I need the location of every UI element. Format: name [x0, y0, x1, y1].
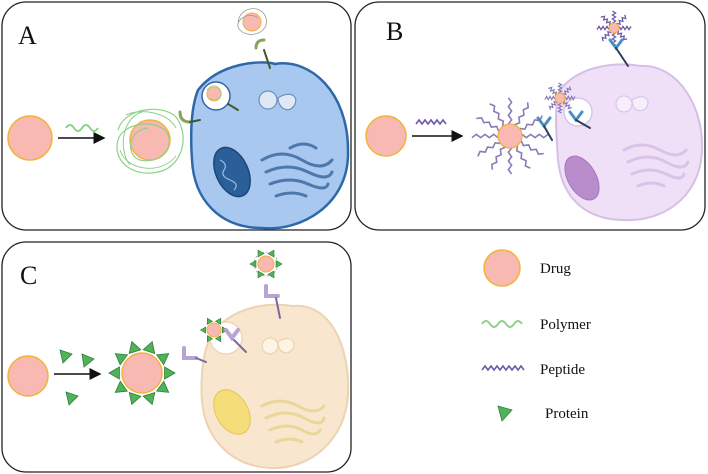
panel-c-frame — [1, 241, 352, 473]
endosome-icon — [258, 90, 297, 111]
protein-triangle — [114, 353, 129, 366]
protein-triangle — [214, 335, 222, 343]
peptide-strand — [611, 10, 617, 24]
peptide-strand — [557, 82, 563, 94]
peptide-strand — [507, 147, 513, 175]
peptide-icon — [415, 118, 447, 126]
peptide-strand — [548, 100, 558, 110]
legend-item-peptide: Peptide — [481, 362, 585, 378]
legend-label-drug: Drug — [540, 261, 571, 277]
protein-triangle — [275, 259, 283, 269]
peptide-strand — [477, 141, 501, 157]
protein-triangle — [199, 326, 207, 334]
drug-icon — [365, 115, 407, 157]
receptor-icon — [182, 284, 281, 363]
polymer-icon — [481, 320, 523, 328]
panel-b-frame — [354, 1, 706, 231]
panel-a-label: A — [18, 21, 37, 50]
peptide-coated-drug — [471, 97, 549, 175]
protein-icon — [59, 349, 95, 406]
protein-coated-drug-vesicle — [199, 317, 229, 343]
cell-a — [190, 61, 350, 230]
protein-triangle — [257, 249, 265, 258]
panel-b: B — [354, 1, 706, 231]
peptide-strand — [564, 95, 576, 101]
peptide-strand — [562, 100, 572, 110]
legend-label-polymer: Polymer — [540, 317, 591, 333]
receptor-icon — [536, 38, 629, 141]
panel-c-label: C — [20, 261, 37, 290]
mitochondrion-icon — [213, 146, 251, 198]
peptide-strand — [515, 145, 531, 169]
protein-triangle — [142, 392, 156, 406]
peptide-coated-drug-vesicle — [544, 82, 576, 114]
peptide-strand — [600, 15, 612, 26]
polymer-coated-drug-small — [237, 8, 267, 35]
endosome-icon — [615, 95, 649, 113]
protein-icon — [497, 405, 513, 422]
peptide-strand — [562, 86, 572, 96]
protein-coated-drug — [108, 340, 176, 406]
peptide-strand — [471, 133, 499, 139]
protein-triangle — [142, 340, 156, 355]
protein-triangle — [267, 249, 275, 258]
golgi-icon — [260, 399, 326, 444]
peptide-strand — [557, 102, 563, 114]
protein-coated-drug-small — [249, 249, 283, 279]
peptide-strand — [544, 95, 556, 101]
panel-a: A — [1, 1, 352, 231]
legend-item-polymer: Polymer — [481, 317, 591, 333]
panel-b-label: B — [386, 17, 403, 46]
mitochondrion-icon — [564, 155, 600, 201]
protein-triangle — [128, 391, 142, 406]
protein-triangle — [267, 270, 275, 279]
peptide-strand — [548, 86, 558, 96]
cell-b — [555, 63, 704, 222]
peptide-strand — [618, 25, 632, 31]
peptide-strand — [601, 30, 612, 42]
vesicle-icon — [563, 97, 593, 127]
peptide-strand — [616, 14, 627, 26]
receptor-icon — [178, 38, 271, 124]
legend-label-protein: Protein — [545, 406, 589, 422]
peptide-strand — [490, 146, 506, 170]
mitochondrion-icon — [213, 389, 251, 435]
golgi-icon — [260, 142, 334, 198]
protein-triangle — [207, 335, 214, 343]
legend-label-peptide: Peptide — [540, 362, 585, 378]
protein-triangle — [249, 259, 257, 269]
peptide-strand — [489, 103, 505, 127]
protein-triangle — [206, 317, 214, 325]
peptide-icon — [481, 364, 525, 372]
drug-icon — [7, 355, 49, 397]
protein-triangle — [164, 366, 176, 380]
protein-triangle — [155, 353, 170, 366]
peptide-strand — [521, 133, 549, 139]
peptide-strand — [476, 116, 500, 132]
protein-triangle — [128, 340, 142, 354]
panel-c: C — [1, 241, 352, 473]
polymer-icon — [65, 124, 99, 132]
legend-item-drug: Drug — [483, 249, 571, 287]
protein-triangle — [155, 380, 170, 393]
drug-icon — [7, 115, 53, 161]
protein-triangle — [257, 270, 265, 279]
peptide-strand — [596, 25, 610, 31]
peptide-strand — [616, 30, 628, 41]
panel-a-frame — [1, 1, 352, 231]
peptide-strand — [507, 97, 513, 125]
legend: Drug Polymer Peptide Protein — [481, 249, 591, 422]
protein-triangle — [108, 366, 120, 380]
legend-item-protein: Protein — [497, 405, 589, 422]
golgi-icon — [622, 143, 690, 188]
polymer-coated-drug — [116, 108, 184, 174]
peptide-strand — [514, 102, 530, 126]
protein-triangle — [114, 380, 129, 393]
drug-icon — [483, 249, 521, 287]
peptide-strand — [520, 140, 544, 156]
endosome-icon — [261, 337, 295, 355]
peptide-coated-drug-small — [596, 10, 632, 46]
protein-triangle — [214, 317, 222, 325]
